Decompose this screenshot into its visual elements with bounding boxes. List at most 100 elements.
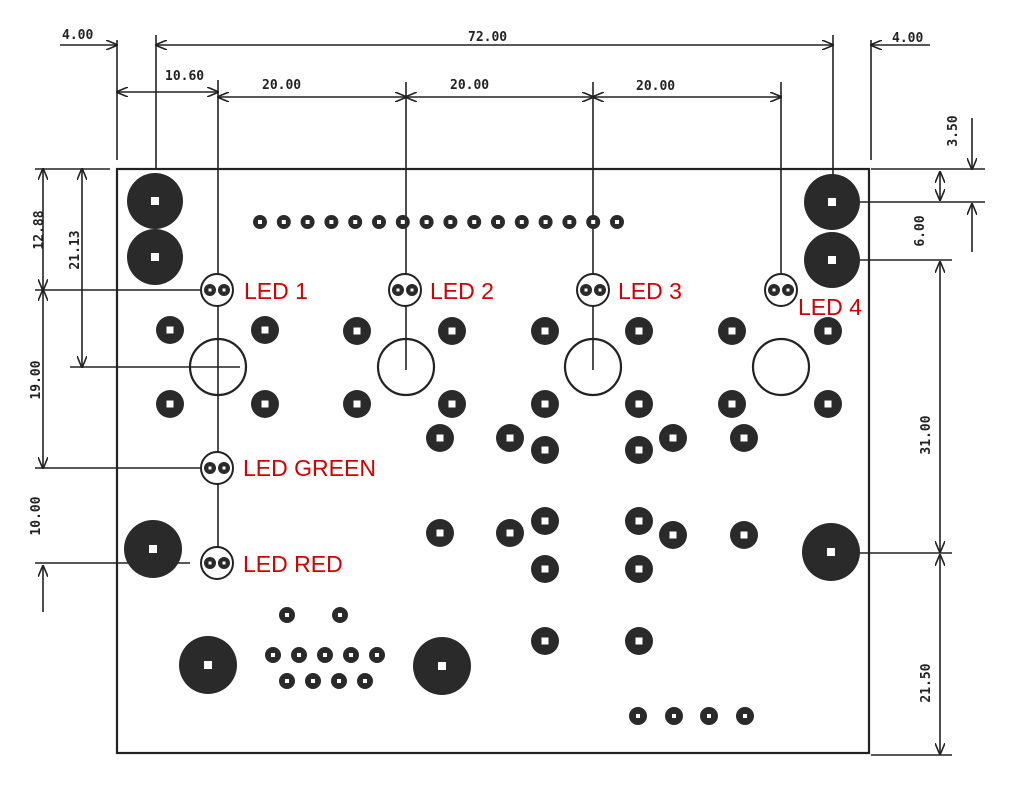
board-outline: [115, 167, 871, 755]
header-pin: [348, 215, 363, 229]
label-led-2: LED 2: [430, 278, 494, 304]
bottom-pin: [629, 707, 647, 725]
component-pad: [156, 316, 184, 344]
component-pad: [659, 521, 687, 549]
medium-pads: [156, 316, 842, 655]
dim-led-offset: 10.60: [165, 69, 204, 84]
dim-right-bottom: 21.50: [919, 663, 934, 702]
dsub-pin: [291, 647, 307, 663]
component-pad: [531, 507, 559, 535]
dsub-pin: [343, 647, 359, 663]
right-dimensions: 3.50 6.00 31.00 21.50: [850, 115, 985, 756]
header-pin: [419, 215, 434, 229]
dsub-pin: [369, 647, 385, 663]
header-pin: [538, 215, 553, 229]
component-pad: [625, 555, 653, 583]
header-pin: [562, 215, 577, 229]
header-pin: [395, 215, 410, 229]
dim-right-pitch: 6.00: [913, 215, 928, 246]
led-footprints: [200, 273, 798, 580]
dsub-pin: [279, 607, 295, 623]
dim-top-right-margin: 4.00: [892, 31, 923, 46]
dim-left-mid: 19.00: [29, 360, 44, 399]
component-pad: [625, 317, 653, 345]
label-led-1: LED 1: [244, 278, 308, 304]
dim-top-overall: 72.00: [468, 30, 507, 45]
component-pad: [251, 390, 279, 418]
bottom-pin: [665, 707, 683, 725]
component-pad: [531, 317, 559, 345]
dim-right-top: 3.50: [946, 115, 961, 146]
mounting-pad: [804, 174, 860, 230]
dim-led-pitch-2: 20.00: [450, 78, 489, 93]
led-footprint: [200, 273, 234, 307]
led-pin: [782, 284, 794, 296]
led-pin: [580, 284, 592, 296]
header-pin: [443, 215, 458, 229]
header-pin: [253, 215, 267, 229]
component-pad: [426, 519, 454, 547]
dsub-pin: [279, 673, 295, 689]
dim-led-pitch-1: 20.00: [262, 78, 301, 93]
mounting-pad: [127, 229, 183, 285]
led-pin: [768, 284, 780, 296]
mounting-pad: [124, 520, 182, 578]
label-led-green: LED GREEN: [243, 455, 376, 481]
mounting-pad: [802, 523, 860, 581]
component-pad: [531, 555, 559, 583]
component-pad: [426, 424, 454, 452]
bottom-pin: [736, 707, 754, 725]
header-pin: [276, 215, 291, 229]
led-hole: [751, 337, 811, 397]
component-pad: [814, 317, 842, 345]
header-pin: [491, 215, 505, 229]
led-pin: [204, 284, 216, 296]
led-pin: [594, 284, 606, 296]
component-pad: [531, 390, 559, 418]
component-pad: [343, 390, 371, 418]
dsub-connector-pins: [265, 607, 385, 689]
dsub-pin: [357, 673, 373, 689]
component-pad: [438, 317, 466, 345]
component-pad: [659, 424, 687, 452]
component-pad: [718, 317, 746, 345]
component-pad: [438, 390, 466, 418]
component-pad: [625, 507, 653, 535]
dim-left-top: 12.88: [32, 210, 47, 249]
component-pad: [343, 317, 371, 345]
header-pin: [610, 215, 624, 229]
dim-left-bottom: 10.00: [29, 496, 44, 535]
component-pad: [625, 627, 653, 655]
mounting-pad: [804, 232, 860, 288]
dim-top-left-margin: 4.00: [62, 28, 93, 43]
led-footprint: [576, 273, 610, 307]
led-hole: [188, 337, 248, 397]
header-pin: [514, 215, 529, 229]
dsub-pin: [265, 647, 281, 663]
led-holes: [188, 337, 811, 397]
header-pin-row: [253, 215, 624, 229]
component-pad: [496, 519, 524, 547]
led-hole: [563, 337, 623, 397]
label-led-4: LED 4: [798, 294, 862, 320]
left-dimensions: 12.88 21.13 19.00 10.00: [29, 169, 240, 612]
dsub-pin: [331, 673, 347, 689]
led-pin: [218, 462, 230, 474]
bottom-pin-row: [629, 707, 754, 725]
component-pad: [531, 436, 559, 464]
bottom-pin: [700, 707, 718, 725]
led-pin: [218, 557, 230, 569]
component-pad: [730, 521, 758, 549]
led-pin: [406, 284, 418, 296]
component-pad: [496, 424, 524, 452]
mounting-pad: [413, 637, 471, 695]
header-pin: [372, 215, 386, 229]
dim-left-hole: 21.13: [68, 230, 83, 269]
dsub-pin: [317, 647, 333, 663]
led-footprint: [200, 546, 234, 580]
label-led-3: LED 3: [618, 278, 682, 304]
led-pin: [204, 557, 216, 569]
header-pin: [324, 215, 339, 229]
